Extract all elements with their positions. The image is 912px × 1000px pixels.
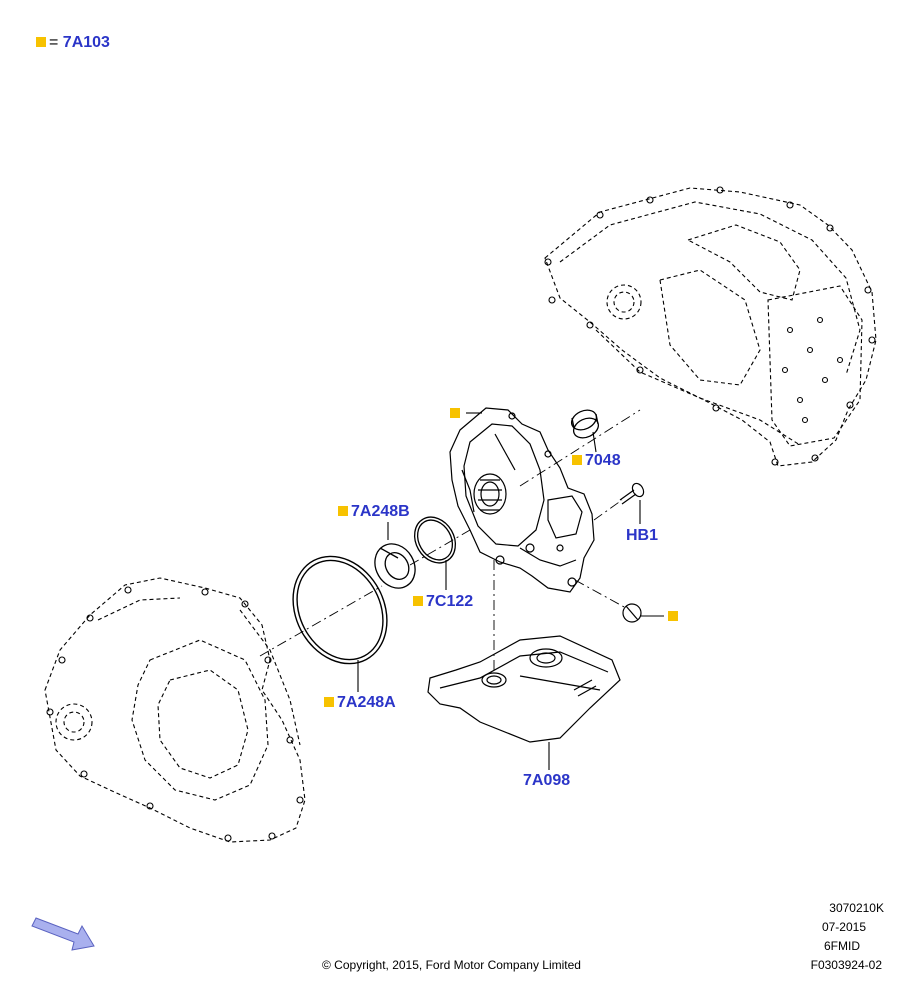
- yellow-square-marker-icon: [450, 408, 460, 418]
- view-direction-arrow-icon: [31, 917, 95, 951]
- leader-lines: [357, 412, 664, 770]
- yellow-square-marker-icon: [572, 455, 582, 465]
- yellow-square-marker-icon: [413, 596, 423, 606]
- bell-housing-phantom: [44, 577, 306, 843]
- copyright-text: © Copyright, 2015, Ford Motor Company Li…: [322, 958, 581, 972]
- yellow-square-marker-icon: [668, 611, 678, 621]
- yellow-square-marker-icon: [36, 37, 46, 47]
- legend-equals: =: [49, 34, 59, 51]
- seal-7a248b: [374, 543, 416, 589]
- ball-plug: [622, 603, 642, 623]
- legend: = 7A103: [36, 34, 110, 52]
- large-o-ring: [292, 555, 388, 665]
- callout-7048: 7048: [572, 452, 621, 470]
- callout-hb1: HB1: [626, 527, 659, 544]
- figure-number: F0303924-02: [810, 958, 882, 972]
- seal-7048: [570, 409, 600, 439]
- transmission-case-bolts: [544, 186, 876, 466]
- alignment-lines: [259, 409, 641, 672]
- seal-ring-7c122: [413, 516, 457, 564]
- bell-housing-bolts: [46, 586, 304, 842]
- yellow-square-marker-icon: [338, 506, 348, 516]
- legend-part-number: 7A103: [62, 34, 110, 51]
- oil-filter-7a098: [427, 635, 621, 743]
- transmission-case-phantom: [544, 187, 877, 467]
- callout-7c122: 7C122: [413, 593, 473, 611]
- yellow-square-marker-icon: [324, 697, 334, 707]
- drawing-code: 3070210K: [829, 901, 884, 915]
- callout-7a248a: 7A248A: [324, 694, 396, 712]
- pump-cover-7a103: [449, 407, 595, 593]
- callout-7a098: 7A098: [523, 772, 571, 789]
- bolt-hb1: [619, 482, 645, 505]
- callout-7a248b: 7A248B: [338, 503, 410, 521]
- drawing-date: 07-2015: [821, 920, 866, 934]
- model-code: 6FMID: [824, 939, 860, 953]
